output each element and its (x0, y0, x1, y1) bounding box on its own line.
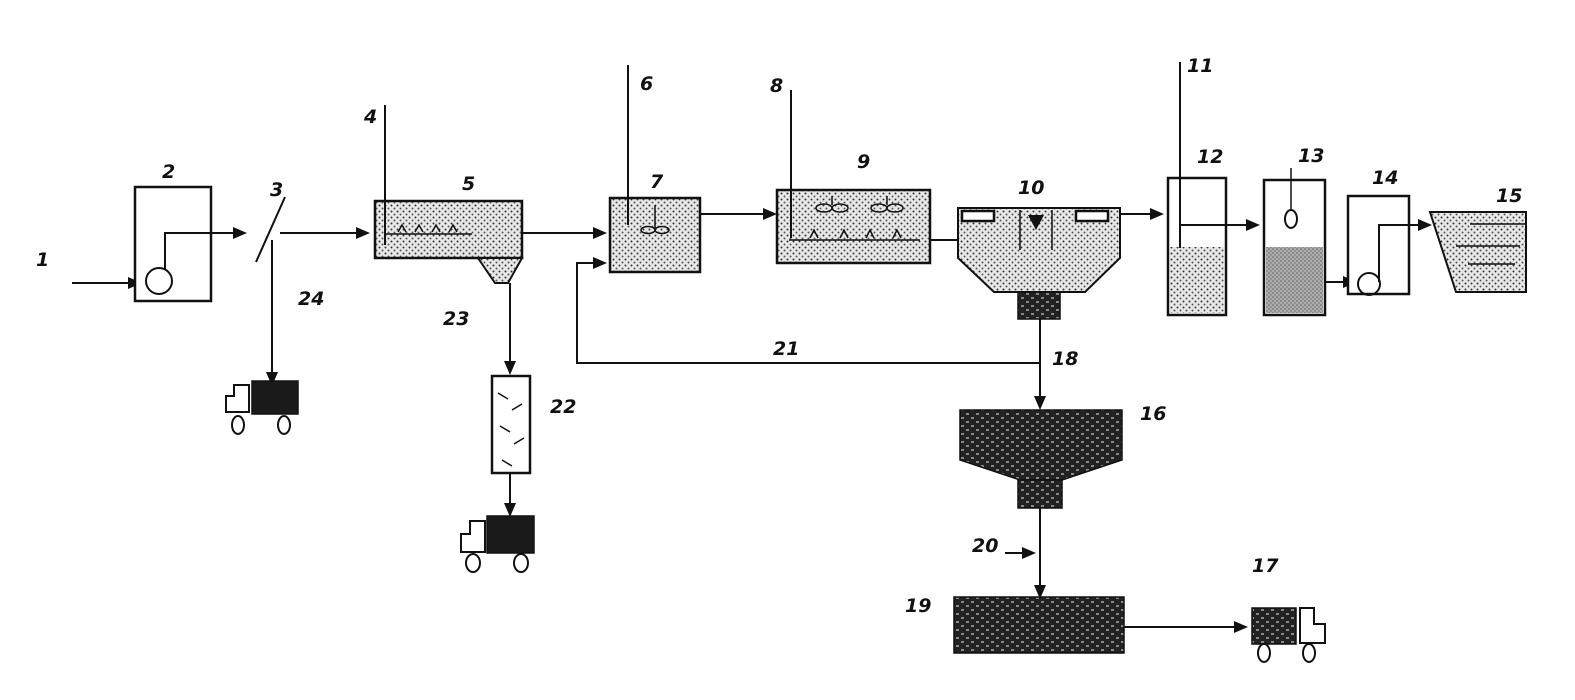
label-1: 1 (36, 249, 49, 271)
callout-labels: 1 2 3 4 5 6 7 8 9 10 11 12 13 14 15 16 1… (36, 55, 1522, 617)
label-18: 18 (1052, 348, 1078, 370)
disinfection-tank (1262, 168, 1357, 317)
label-7: 7 (650, 171, 664, 193)
label-22: 22 (550, 396, 576, 418)
effluent-pump-station (1346, 194, 1432, 296)
label-23: 23 (443, 308, 469, 330)
sludge-return-line (576, 257, 1040, 364)
treated-water-reservoir (1428, 211, 1527, 293)
sludge-thickener (959, 409, 1123, 599)
label-20: 20 (972, 535, 998, 557)
bar-screen (255, 196, 370, 386)
polymer-feed-20 (1005, 547, 1036, 559)
label-5: 5 (462, 173, 475, 195)
screenings-truck (225, 380, 299, 435)
label-24: 24 (298, 288, 324, 310)
influent-stream (72, 277, 142, 289)
label-12: 12 (1197, 146, 1223, 168)
label-2: 2 (162, 161, 175, 183)
label-11: 11 (1187, 55, 1213, 77)
aerated-grit-chamber (373, 199, 607, 375)
label-6: 6 (640, 73, 653, 95)
label-3: 3 (270, 179, 283, 201)
grit-truck (460, 515, 535, 573)
flocculation-tank (775, 188, 958, 265)
sludge-dewatering-press (953, 596, 1248, 654)
label-14: 14 (1372, 167, 1398, 189)
sludge-truck (1251, 607, 1326, 663)
label-16: 16 (1140, 403, 1166, 425)
label-13: 13 (1298, 145, 1324, 167)
sedimentation-clarifier (957, 207, 1164, 410)
label-8: 8 (770, 75, 783, 97)
label-15: 15 (1496, 185, 1522, 207)
sand-filter (1166, 176, 1260, 317)
grit-classifier (490, 374, 532, 517)
label-21: 21 (773, 338, 799, 360)
label-4: 4 (363, 106, 377, 128)
label-10: 10 (1018, 177, 1044, 199)
rapid-mix-tank (608, 196, 777, 274)
label-19: 19 (905, 595, 931, 617)
label-9: 9 (857, 151, 870, 173)
label-17: 17 (1252, 555, 1279, 577)
pump-station (133, 185, 247, 303)
